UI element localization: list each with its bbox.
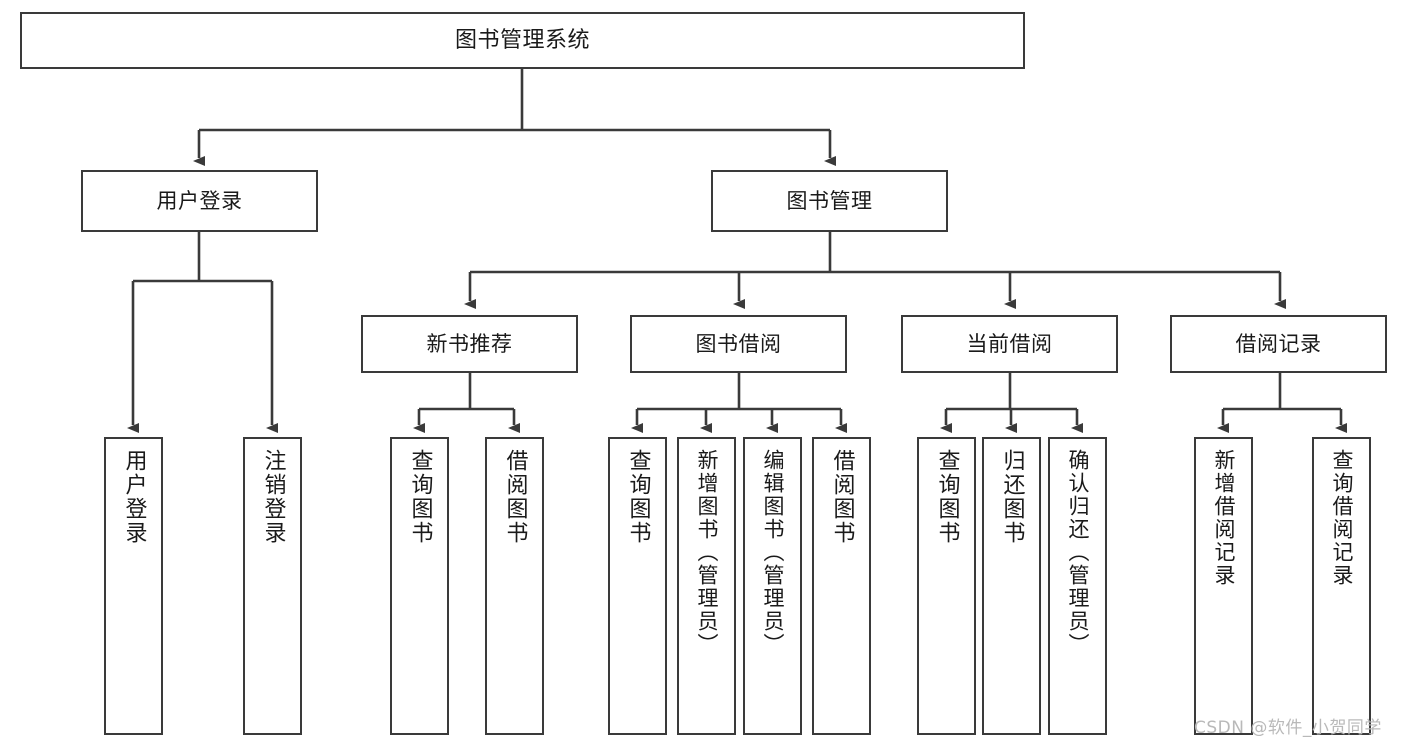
node-leaf-user-login[interactable]: 用户登录 — [104, 437, 163, 735]
node-label: 查询图书 — [934, 449, 960, 545]
node-label: 新增图书（管理员） — [695, 449, 719, 656]
node-leaf-return-book[interactable]: 归还图书 — [982, 437, 1041, 735]
node-leaf-borrow-book-2[interactable]: 借阅图书 — [812, 437, 871, 735]
node-leaf-logout[interactable]: 注销登录 — [243, 437, 302, 735]
node-book-management-system[interactable]: 图书管理系统 — [20, 12, 1025, 69]
node-user-login[interactable]: 用户登录 — [81, 170, 318, 232]
node-current-borrow[interactable]: 当前借阅 — [901, 315, 1118, 373]
node-book-borrow[interactable]: 图书借阅 — [630, 315, 847, 373]
node-label: 图书管理 — [786, 188, 873, 213]
node-leaf-borrow-book-1[interactable]: 借阅图书 — [485, 437, 544, 735]
node-label: 借阅记录 — [1235, 331, 1322, 356]
node-label: 当前借阅 — [966, 331, 1053, 356]
node-leaf-add-book[interactable]: 新增图书（管理员） — [677, 437, 736, 735]
node-label: 新书推荐 — [426, 331, 513, 356]
node-book-management[interactable]: 图书管理 — [711, 170, 948, 232]
node-label: 归还图书 — [999, 449, 1025, 545]
node-label: 确认归还（管理员） — [1066, 449, 1090, 656]
node-label: 借阅图书 — [829, 449, 855, 545]
node-label: 图书管理系统 — [454, 27, 590, 53]
node-new-book-recommend[interactable]: 新书推荐 — [361, 315, 578, 373]
node-leaf-query-book-1[interactable]: 查询图书 — [390, 437, 449, 735]
node-leaf-query-record[interactable]: 查询借阅记录 — [1312, 437, 1371, 735]
node-label: 借阅图书 — [502, 449, 528, 545]
node-label: 用户登录 — [121, 449, 147, 545]
node-label: 注销登录 — [260, 449, 286, 545]
node-leaf-add-record[interactable]: 新增借阅记录 — [1194, 437, 1253, 735]
node-label: 用户登录 — [156, 188, 243, 213]
csdn-watermark: CSDN @软件_小贺同学 — [1194, 718, 1382, 738]
node-label: 编辑图书（管理员） — [761, 449, 785, 656]
node-label: 查询图书 — [407, 449, 433, 545]
node-label: 新增借阅记录 — [1212, 449, 1236, 587]
node-leaf-edit-book[interactable]: 编辑图书（管理员） — [743, 437, 802, 735]
node-label: 查询图书 — [625, 449, 651, 545]
node-label: 查询借阅记录 — [1330, 449, 1354, 587]
node-leaf-confirm-return[interactable]: 确认归还（管理员） — [1048, 437, 1107, 735]
node-leaf-query-book-2[interactable]: 查询图书 — [608, 437, 667, 735]
node-leaf-query-book-3[interactable]: 查询图书 — [917, 437, 976, 735]
node-label: 图书借阅 — [695, 331, 782, 356]
node-borrow-record[interactable]: 借阅记录 — [1170, 315, 1387, 373]
